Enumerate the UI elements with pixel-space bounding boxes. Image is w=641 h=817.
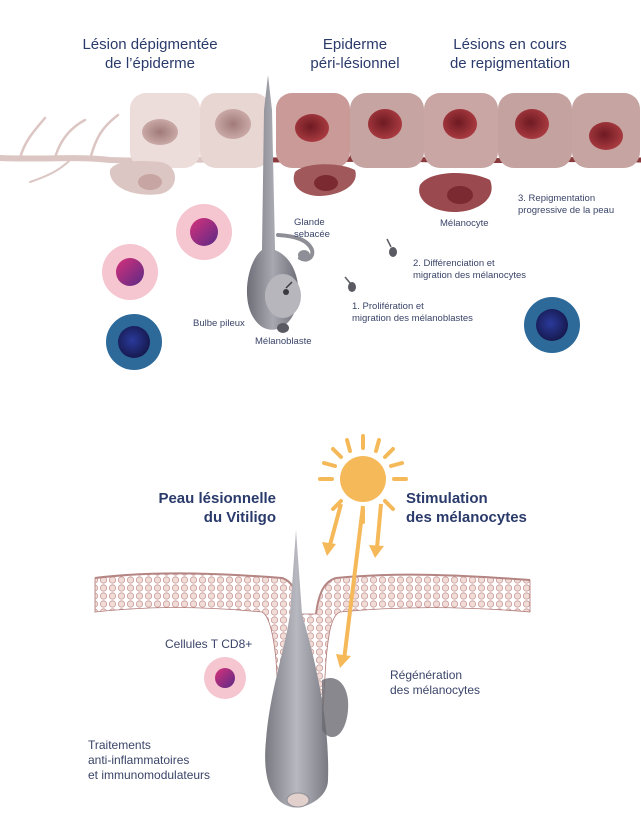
- heading-repigmenting-line2: de repigmentation: [449, 54, 571, 72]
- label-step-1-line2: migration des mélanoblastes: [352, 312, 473, 324]
- heading-repigmenting-line1: Lésions en cours: [453, 36, 567, 53]
- immune-cells: [102, 204, 580, 370]
- uv-arrows: [322, 503, 384, 668]
- label-step-2-line1: 2. Différenciation et: [413, 258, 495, 269]
- label-step-3-line1: 3. Repigmentation: [518, 193, 596, 204]
- heading-stimulation-line1: Stimulation: [406, 490, 488, 507]
- label-step-1-line1: 1. Prolifération et: [352, 301, 424, 312]
- heading-lesional-skin-line1: Peau lésionnelle: [158, 490, 276, 507]
- heading-lesional-skin-line2: du Vitiligo: [203, 508, 276, 526]
- label-step-2-line2: migration des mélanocytes: [413, 269, 526, 281]
- label-cd8-cells: Cellules T CD8+: [165, 637, 253, 651]
- cd8-t-cell-icon: [204, 657, 246, 699]
- heading-melanocyte-stimulation: Stimulation des mélanocytes: [406, 490, 527, 528]
- heading-stimulation-line2: des mélanocytes: [406, 508, 527, 526]
- label-regeneration-line2: des mélanocytes: [390, 683, 481, 697]
- heading-depigmented-lesion-line2: de l’épiderme: [104, 54, 196, 72]
- heading-perilesional-epidermis: Epiderme péri-lésionnel: [295, 36, 415, 74]
- bottom-hair-follicle: [265, 530, 349, 808]
- pigmented-keratinocytes: [276, 93, 640, 212]
- label-sebaceous-gland-line2: sebacée: [294, 228, 330, 240]
- heading-lesional-skin: Peau lésionnelle du Vitiligo: [110, 490, 276, 528]
- heading-perilesional-line2: péri-lésionnel: [310, 54, 400, 72]
- top-diagram: [0, 75, 641, 370]
- hair-follicle: [246, 75, 315, 333]
- label-treatments-line2: anti-inflammatoires: [88, 753, 190, 767]
- label-step-3-line2: progressive de la peau: [518, 204, 615, 216]
- label-treatments-line3: et immunomodulateurs: [88, 768, 211, 782]
- sun-icon: [318, 434, 408, 524]
- label-step-2: 2. Différenciation et migration des méla…: [413, 258, 526, 282]
- pale-keratinocytes: [109, 93, 270, 195]
- label-melanoblast: Mélanoblaste: [255, 336, 312, 347]
- heading-perilesional-line1: Epiderme: [322, 36, 388, 53]
- heading-depigmented-lesion-line1: Lésion dépigmentée: [82, 36, 218, 53]
- migrating-melanoblasts: [344, 238, 397, 292]
- label-treatments: Traitements anti-inflammatoires et immun…: [88, 738, 210, 783]
- label-melanocyte: Mélanocyte: [440, 218, 489, 229]
- label-melanocyte-regeneration: Régénération des mélanocytes: [390, 668, 480, 698]
- heading-repigmenting-lesions: Lésions en cours de repigmentation: [430, 36, 590, 74]
- label-step-1: 1. Prolifération et migration des mélano…: [352, 301, 473, 325]
- label-step-3: 3. Repigmentation progressive de la peau: [518, 193, 614, 217]
- label-regeneration-line1: Régénération: [390, 668, 463, 682]
- label-sebaceous-gland: Glande sebacée: [294, 217, 330, 241]
- label-sebaceous-gland-line1: Glande: [294, 217, 325, 228]
- heading-depigmented-lesion: Lésion dépigmentée de l’épiderme: [70, 36, 230, 74]
- label-treatments-line1: Traitements: [88, 738, 151, 752]
- label-hair-bulb: Bulbe pileux: [193, 318, 245, 329]
